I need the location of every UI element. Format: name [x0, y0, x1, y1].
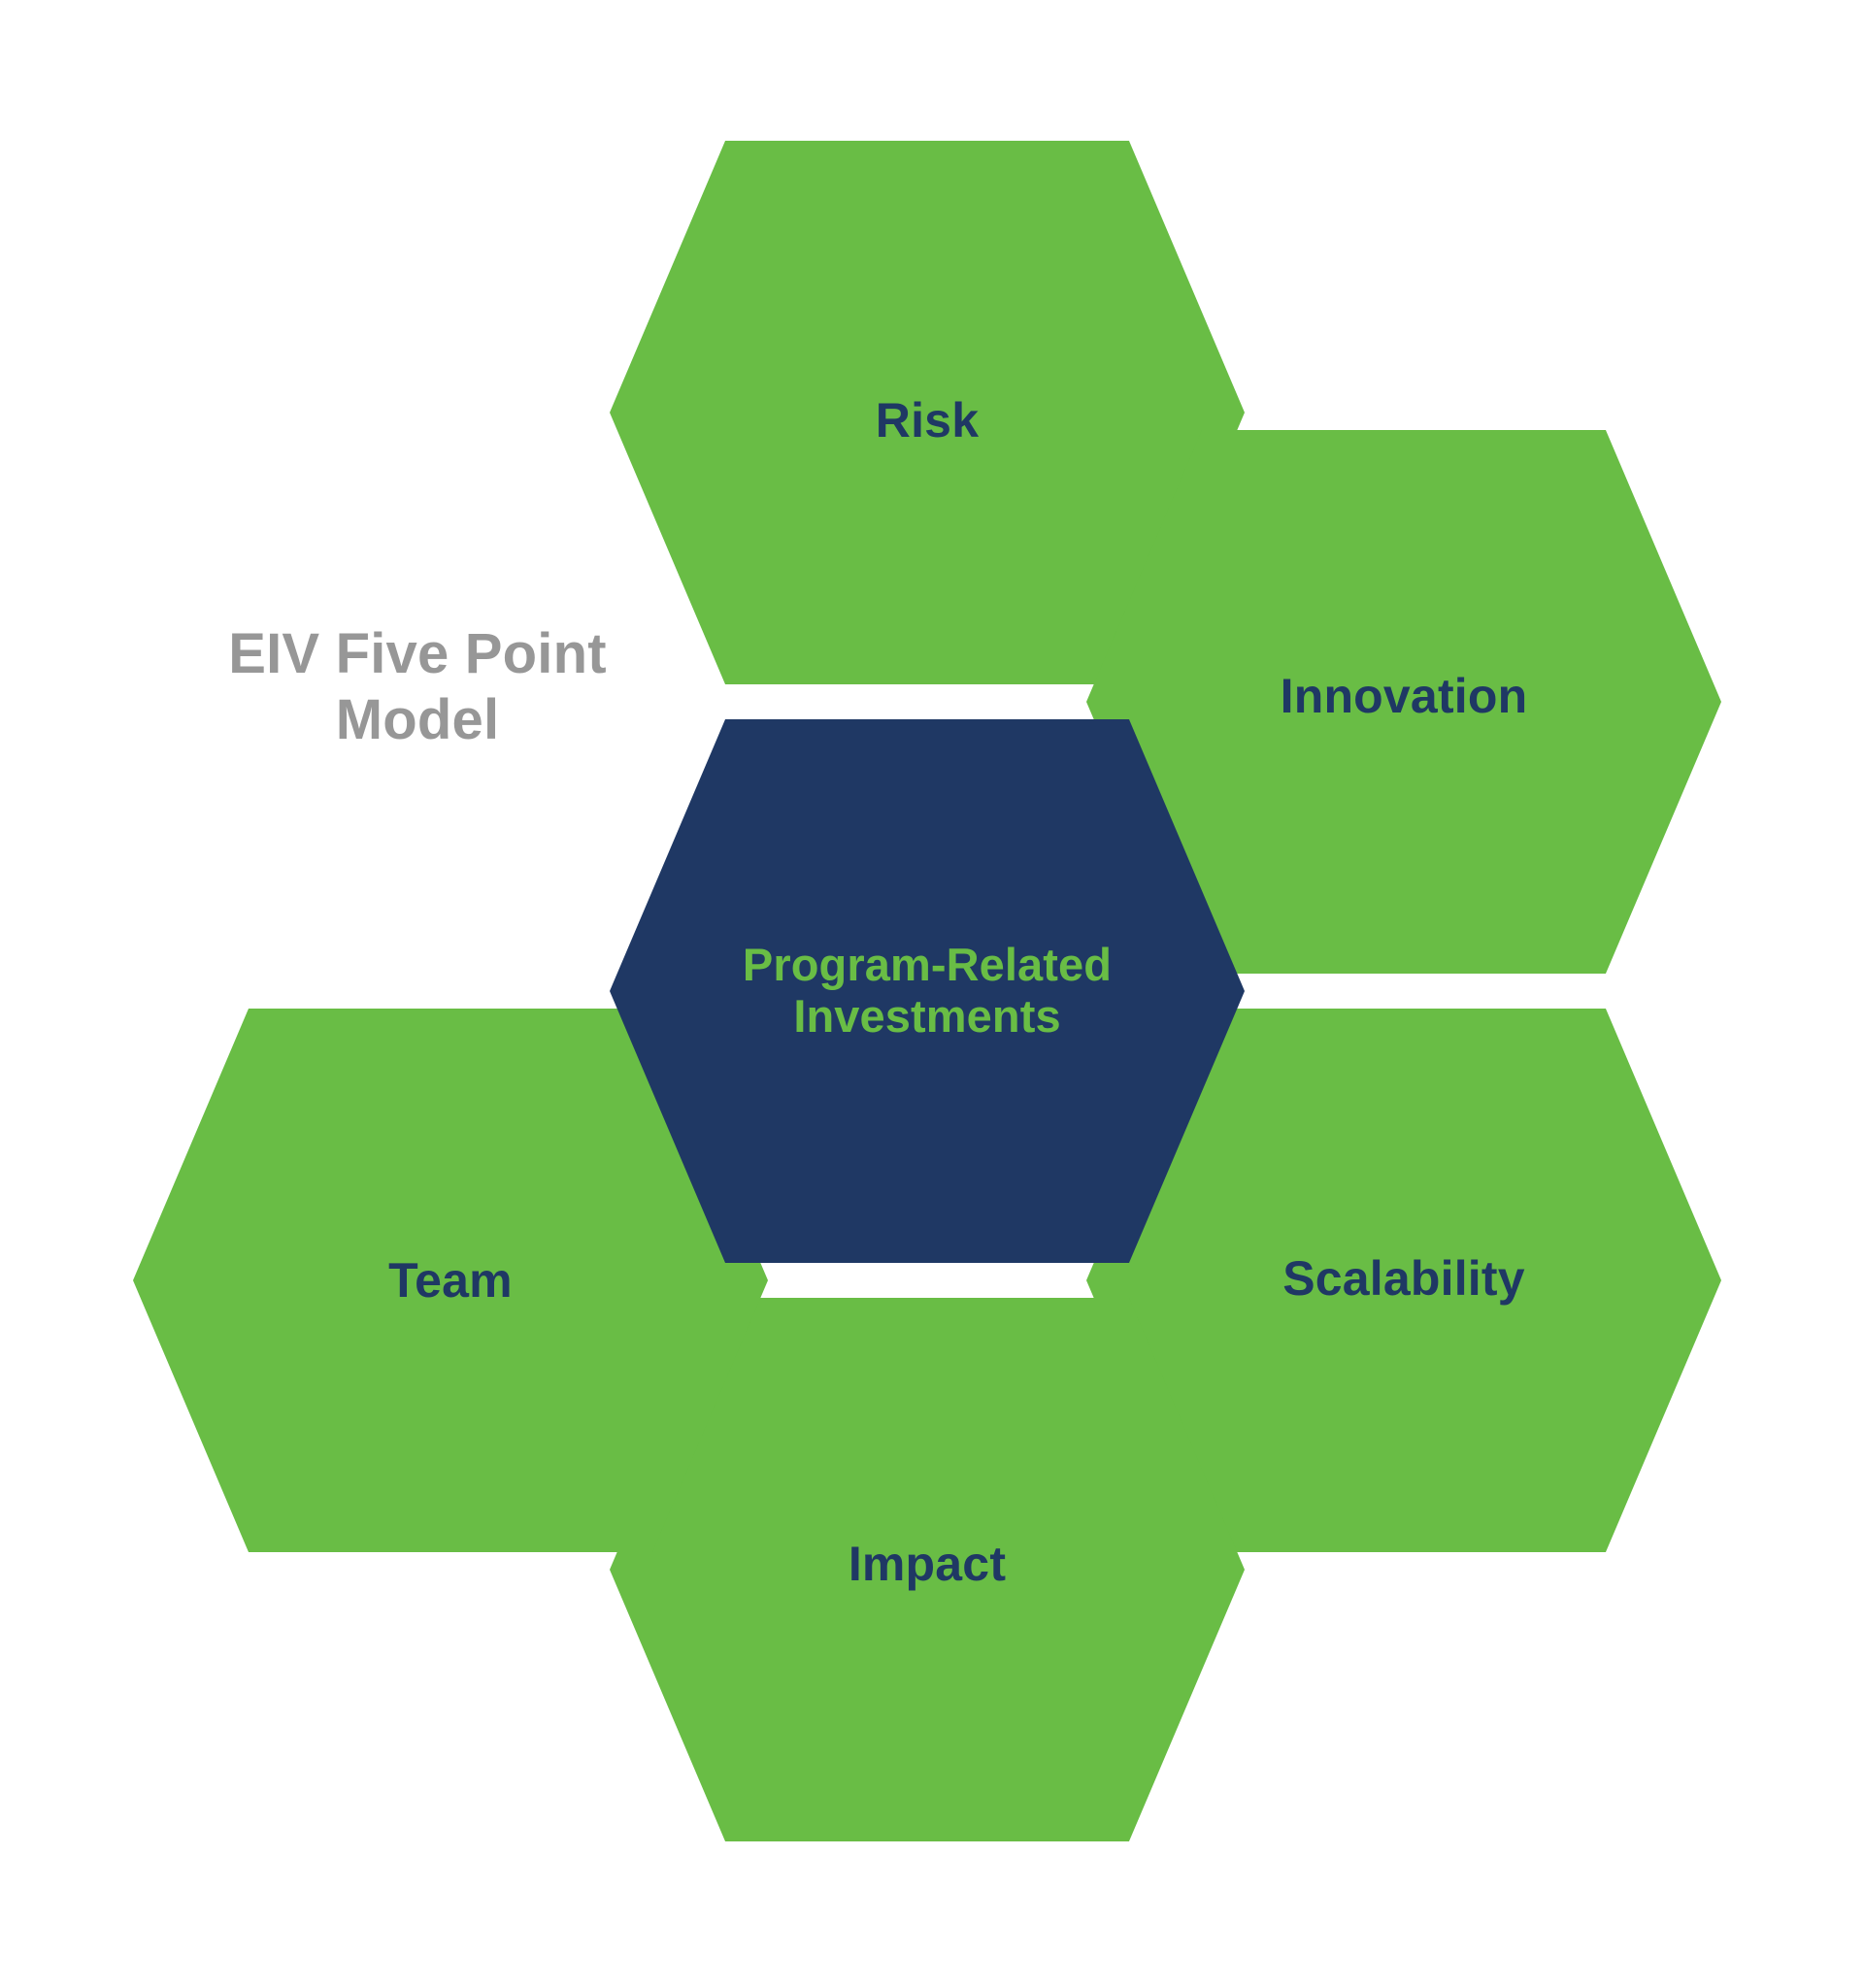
hexagon-impact-label: Impact: [848, 1537, 1007, 1591]
diagram-title-line-1: EIV Five Point: [228, 622, 607, 685]
diagram-title-line-2: Model: [335, 688, 500, 752]
hexagon-team-label: Team: [388, 1253, 513, 1308]
hexagon-innovation-label: Innovation: [1280, 669, 1528, 723]
hexagon-center-label: Program-Related Investments: [742, 939, 1113, 1042]
hexagon-risk-label: Risk: [875, 393, 980, 447]
hexagon-program-related-investments[interactable]: Program-Related Investments: [610, 719, 1245, 1263]
hexagon-scalability-label: Scalability: [1282, 1251, 1525, 1306]
diagram-title: EIV Five Point Model: [165, 621, 670, 754]
